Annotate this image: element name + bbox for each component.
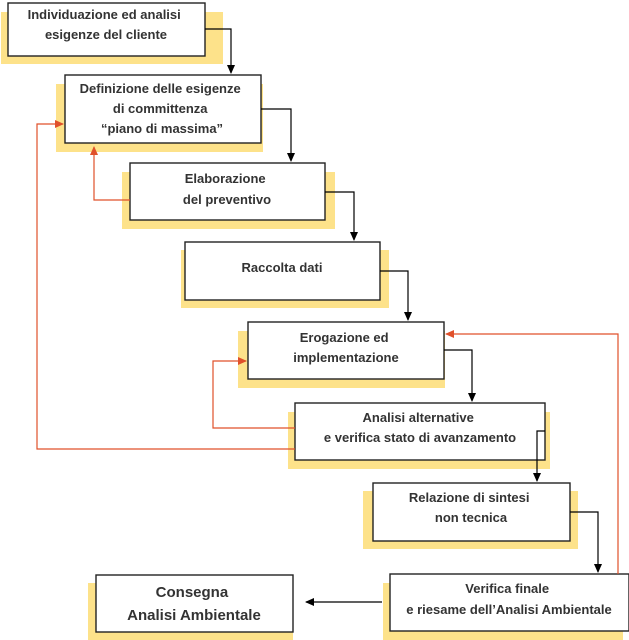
- arrow-definizione-to-elaborazione: [261, 108, 295, 162]
- feedback-elaborazione-to-definizione: [90, 146, 130, 201]
- box-raccolta: [184, 241, 381, 301]
- arrow-erogazione-to-analisi: [444, 349, 476, 402]
- feedback-analisi-to-erogazione: [212, 357, 295, 429]
- box-analisi: [294, 402, 546, 461]
- label-line: Erogazione ed: [300, 330, 389, 345]
- label-line: Analisi alternative: [363, 410, 474, 425]
- box-elaborazione: [129, 162, 326, 221]
- arrow-elaborazione-to-raccolta: [325, 191, 358, 241]
- feedback-analisi-to-definizione: [36, 120, 295, 450]
- label-individuazione: Individuazione ed analisi esigenze del c…: [28, 7, 185, 42]
- feedback-verifica-to-erogazione: [445, 330, 619, 574]
- label-definizione: Definizione delle esigenze di committenz…: [80, 81, 245, 136]
- label-line: e riesame dell’Analisi Ambientale: [406, 602, 611, 617]
- label-line: “piano di massima”: [101, 121, 223, 136]
- label-line: Elaborazione: [185, 171, 266, 186]
- label-raccolta: Raccolta dati: [242, 260, 323, 275]
- box-verifica: [389, 573, 629, 632]
- feedback-arrows: [36, 120, 619, 574]
- label-line: Verifica finale: [465, 581, 549, 596]
- label-line: Definizione delle esigenze: [80, 81, 241, 96]
- label-erogazione: Erogazione ed implementazione: [293, 330, 398, 365]
- label-analisi: Analisi alternative e verifica stato di …: [324, 410, 516, 445]
- label-line: esigenze del cliente: [45, 27, 167, 42]
- label-elaborazione: Elaborazione del preventivo: [183, 171, 271, 207]
- box-consegna: [95, 574, 294, 633]
- label-consegna: Consegna Analisi Ambientale: [127, 584, 261, 624]
- label-line: Analisi Ambientale: [127, 607, 261, 624]
- main-flow-arrows: [205, 28, 602, 606]
- box-labels: Individuazione ed analisi esigenze del c…: [28, 7, 612, 624]
- box-relazione: [372, 482, 571, 542]
- arrow-relazione-to-verifica: [570, 511, 602, 573]
- label-line: e verifica stato di avanzamento: [324, 430, 516, 445]
- box-definizione: [64, 74, 262, 144]
- label-relazione: Relazione di sintesi non tecnica: [409, 490, 533, 525]
- arrow-analisi-to-relazione: [533, 430, 545, 482]
- label-line: Raccolta dati: [242, 260, 323, 275]
- arrow-individuazione-to-definizione: [205, 28, 235, 74]
- label-line: Relazione di sintesi: [409, 490, 530, 505]
- arrow-raccolta-to-erogazione: [380, 270, 412, 321]
- process-boxes: [7, 2, 629, 633]
- label-line: Consegna: [156, 584, 229, 601]
- label-line: Individuazione ed analisi: [28, 7, 181, 22]
- label-verifica: Verifica finale e riesame dell’Analisi A…: [406, 581, 611, 617]
- label-line: del preventivo: [183, 192, 271, 207]
- label-line: implementazione: [293, 350, 398, 365]
- box-erogazione: [247, 321, 445, 380]
- label-line: non tecnica: [435, 510, 508, 525]
- label-line: di committenza: [113, 101, 208, 116]
